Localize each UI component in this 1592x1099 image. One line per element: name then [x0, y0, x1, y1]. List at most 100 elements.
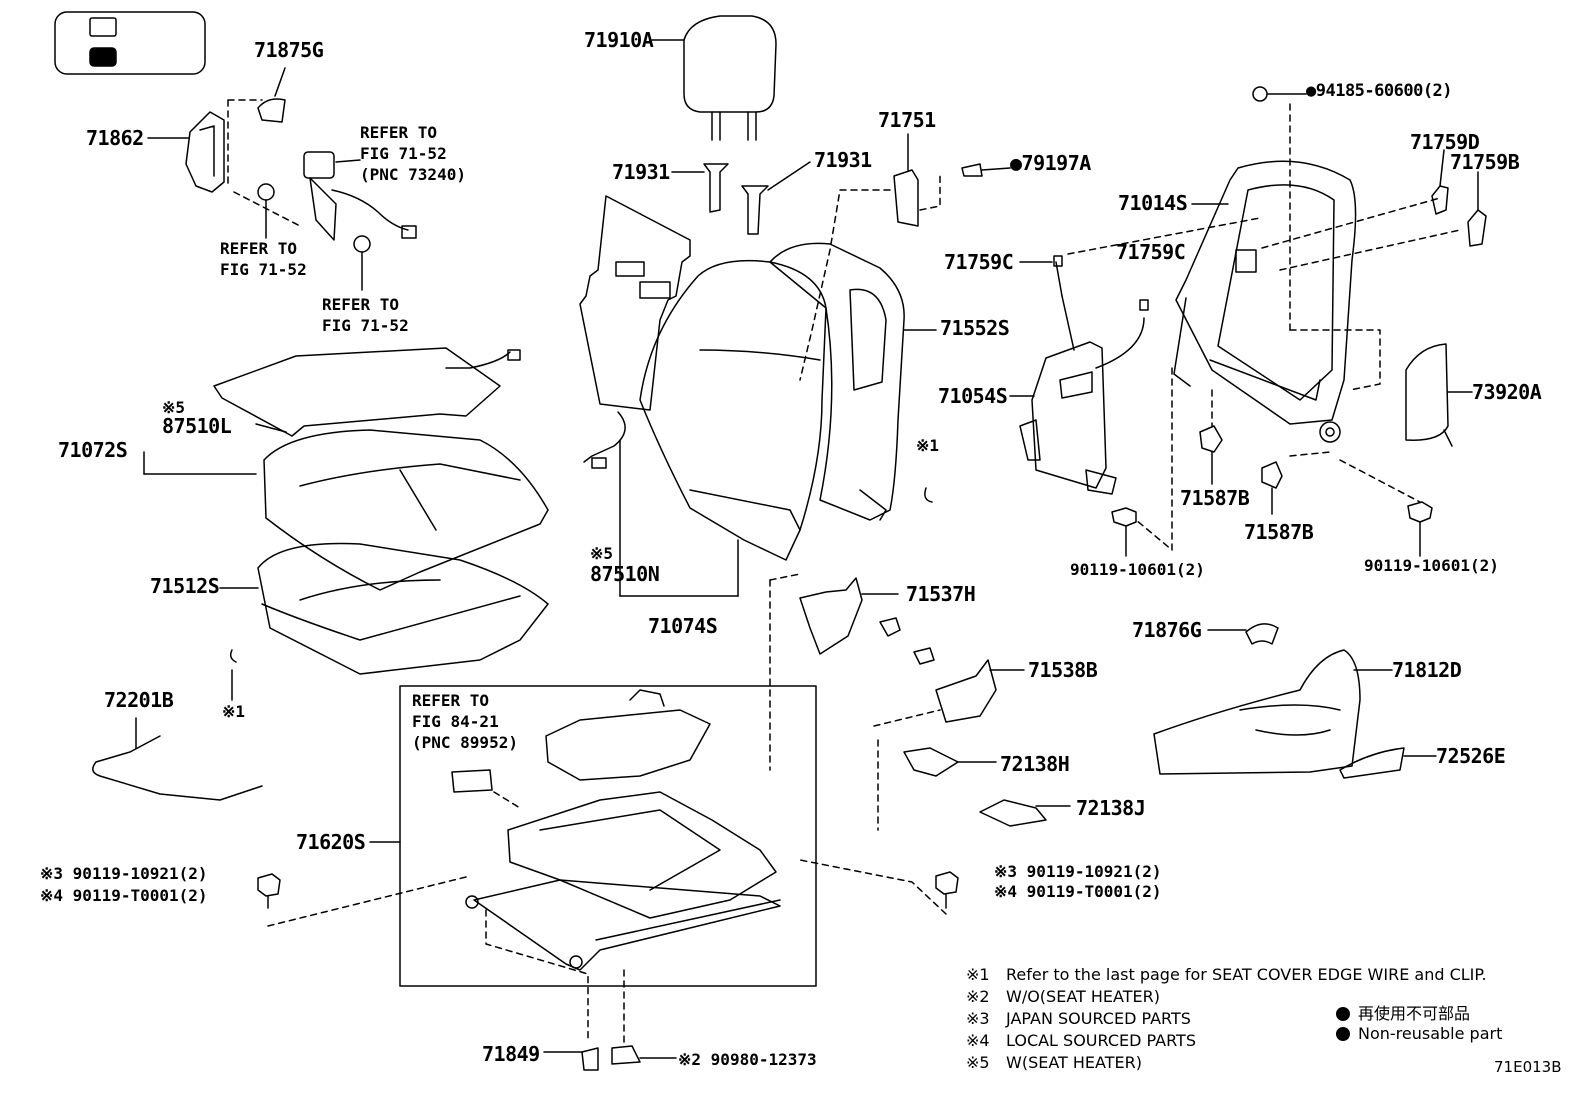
cushion-cover-drawing [143, 429, 549, 591]
footnote-1-mark: ※1 [966, 965, 990, 984]
label-71538B: 71538B [1028, 658, 1098, 682]
footnote-4-text: LOCAL SOURCED PARTS [1006, 1031, 1196, 1050]
shield-parts-drawing [1153, 623, 1437, 779]
label-71931-left: 71931 [612, 160, 670, 184]
label-71537H: 71537H [906, 582, 976, 606]
bolt-left-japan: ※3 90119-10921(2) [40, 864, 208, 883]
edge-wire-drawing [92, 649, 263, 801]
label-71812D: 71812D [1392, 658, 1462, 682]
footnote-2-mark: ※2 [966, 987, 990, 1006]
label-71620S: 71620S [296, 830, 366, 854]
legend-box [54, 11, 206, 75]
footnote-2: ※2 W/O(SEAT HEATER) [966, 986, 1160, 1008]
footnote-4-mark: ※4 [966, 1031, 990, 1050]
label-71587B-right: 71587B [1244, 520, 1314, 544]
label-71875G: 71875G [254, 38, 324, 62]
footnote-4: ※4 LOCAL SOURCED PARTS [966, 1030, 1196, 1052]
bolt-left-local: ※4 90119-T0001(2) [40, 886, 208, 905]
seat-track-box [369, 685, 817, 987]
label-72138J: 72138J [1076, 796, 1146, 820]
dash-line [227, 99, 301, 227]
cushion-pad-drawing [219, 542, 549, 675]
label-71014S: 71014S [1118, 191, 1188, 215]
refer-belt-anchor-1: REFER TO FIG 71-52 [220, 239, 307, 279]
label-71759D: 71759D [1410, 130, 1480, 154]
legend-nonreusable-en: Non-reusable part [1336, 1024, 1502, 1043]
covers-71537H-71538B-drawing [769, 573, 1025, 771]
footnote-1: ※1 Refer to the last page for SEAT COVER … [966, 964, 1487, 986]
filled-dot-icon [1336, 1007, 1350, 1021]
mark-x1-right: ※1 [916, 436, 940, 455]
legend-jp-text: 再使用不可部品 [1358, 1004, 1471, 1023]
label-87510N: 87510N [590, 562, 660, 586]
label-71862: 71862 [86, 126, 144, 150]
label-79197A: ●79197A [1010, 151, 1091, 175]
part-71862-drawing [147, 111, 225, 193]
footnote-1-text: Refer to the last page for SEAT COVER ED… [1006, 965, 1487, 984]
footnote-3-mark: ※3 [966, 1009, 990, 1028]
label-90980-12373: ※2 90980-12373 [678, 1050, 817, 1069]
label-71759B: 71759B [1450, 150, 1520, 174]
figure-code: 71E013B [1494, 1058, 1562, 1076]
filled-rect-icon [89, 47, 117, 67]
seatback-cover-drawing [619, 259, 827, 597]
label-73920A: 73920A [1472, 380, 1542, 404]
clip-x1-b [924, 487, 933, 503]
seat-track-bolts [257, 859, 959, 1071]
label-71054S: 71054S [938, 384, 1008, 408]
footnote-5-mark: ※5 [966, 1053, 990, 1072]
clip-71759B-drawing [1467, 171, 1487, 247]
label-71512S: 71512S [150, 574, 220, 598]
label-72138H: 72138H [1000, 752, 1070, 776]
part-71587B-drawing [1199, 389, 1331, 515]
label-71759C-left: 71759C [944, 250, 1014, 274]
back-heater-drawing [579, 195, 691, 597]
label-90119-10601-left: 90119-10601(2) [1070, 560, 1205, 579]
label-71072S: 71072S [58, 438, 128, 462]
label-71074S: 71074S [648, 614, 718, 638]
clip-x1-a [229, 649, 237, 663]
bolts-90119-drawing [1111, 367, 1433, 557]
label-71552S: 71552S [940, 316, 1010, 340]
label-71759C-right: 71759C [1116, 240, 1186, 264]
label-71910A: 71910A [584, 28, 654, 52]
label-71931-right: 71931 [814, 148, 872, 172]
seatback-pad-drawing [769, 242, 937, 521]
mark-x5-right: ※5 [590, 544, 614, 563]
bolt-right-local: ※4 90119-T0001(2) [994, 882, 1162, 901]
lumbar-support-drawing [1009, 217, 1261, 495]
part-71875G-drawing [257, 67, 286, 123]
footnote-5: ※5 W(SEAT HEATER) [966, 1052, 1142, 1074]
refer-belt-73240: REFER TO FIG 71-52 (PNC 73240) [360, 123, 466, 184]
cushion-heater-drawing [213, 347, 521, 437]
mark-x5-left: ※5 [162, 398, 186, 417]
legend-en-text: Non-reusable part [1358, 1024, 1503, 1043]
footnote-3: ※3 JAPAN SOURCED PARTS [966, 1008, 1191, 1030]
filled-dot-icon [1336, 1027, 1350, 1041]
legend-nonreusable-jp: 再使用不可部品 [1336, 1000, 1470, 1024]
refer-seat-track-89952: REFER TO FIG 84-21 (PNC 89952) [412, 691, 518, 752]
label-71751: 71751 [878, 108, 936, 132]
headrest-drawing [651, 15, 777, 141]
seatback-frame-drawing [1173, 86, 1461, 443]
label-90119-10601-right: 90119-10601(2) [1364, 556, 1499, 575]
mark-x1-left: ※1 [222, 702, 246, 721]
footnote-5-text: W(SEAT HEATER) [1006, 1053, 1142, 1072]
footnote-3-text: JAPAN SOURCED PARTS [1006, 1009, 1191, 1028]
label-71849: 71849 [482, 1042, 540, 1066]
clip-71759D-drawing [1431, 149, 1449, 215]
footnote-2-text: W/O(SEAT HEATER) [1006, 987, 1160, 1006]
headrest-guides-drawing [671, 161, 811, 235]
side-airbag-drawing [1405, 343, 1473, 447]
label-87510L: 87510L [162, 414, 232, 438]
parts-72138-drawing [877, 739, 1071, 831]
label-94185-60600: ●94185-60600(2) [1306, 81, 1453, 101]
label-72526E: 72526E [1436, 744, 1506, 768]
bracket-71751-drawing [799, 133, 1011, 381]
label-71876G: 71876G [1132, 618, 1202, 642]
label-71587B-left: 71587B [1180, 486, 1250, 510]
belt-buckle-drawing [257, 151, 417, 291]
refer-belt-anchor-2: REFER TO FIG 71-52 [322, 295, 409, 335]
bolt-right-japan: ※3 90119-10921(2) [994, 862, 1162, 881]
